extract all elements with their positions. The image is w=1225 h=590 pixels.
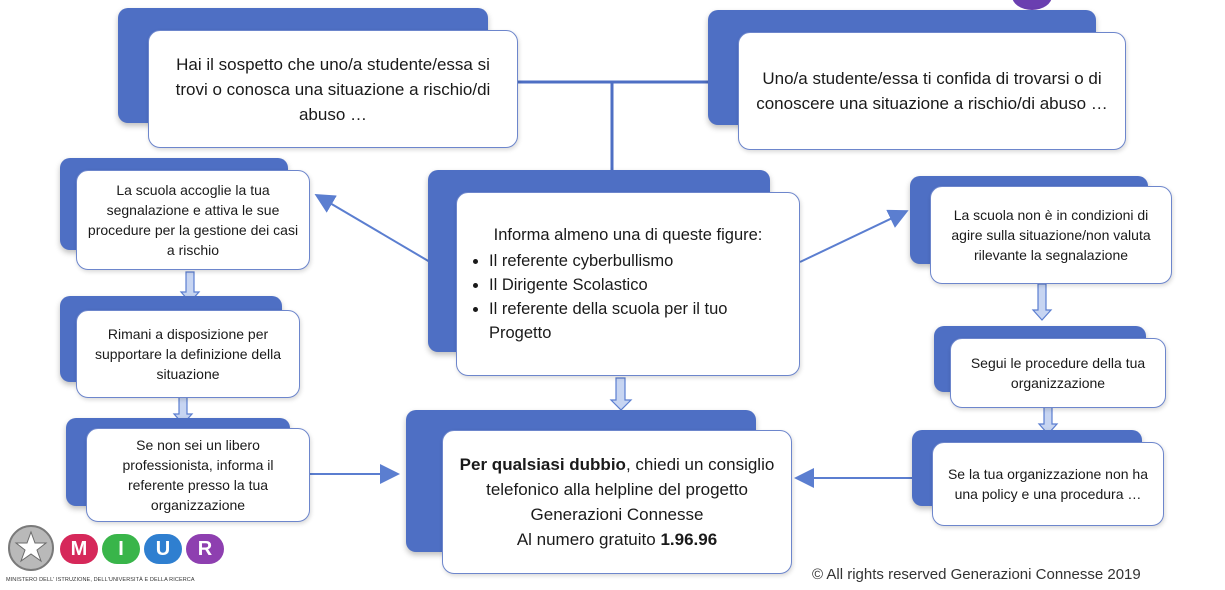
card-center: Informa almeno una di queste figure: Il … [428, 170, 800, 376]
miur-letter-u: U [144, 534, 182, 564]
card-right-3-text: Se la tua organizzazione non ha una poli… [932, 442, 1164, 526]
miur-letter-m: M [60, 534, 98, 564]
card-top-right: Uno/a studente/essa ti confida di trovar… [708, 10, 1126, 150]
miur-letter-i: I [102, 534, 140, 564]
arrow-to-right-1 [799, 209, 909, 263]
ministry-label: MINISTERO DELL' ISTRUZIONE, DELL'UNIVERS… [6, 577, 195, 583]
center-heading: Informa almeno una di queste figure: [493, 226, 763, 244]
arrow-to-left-1 [314, 193, 431, 263]
emblem-icon [8, 525, 54, 571]
miur-letter-r: R [186, 534, 224, 564]
list-item: Il referente cyberbullismo [489, 249, 789, 273]
card-right-2: Segui le procedure della tua organizzazi… [934, 326, 1166, 408]
down-arrow-right-1 [1031, 283, 1053, 321]
card-bottom: Per qualsiasi dubbio, chiedi un consigli… [406, 410, 792, 574]
card-left-3-text: Se non sei un libero professionista, inf… [86, 428, 310, 522]
card-top-left-text: Hai il sospetto che uno/a studente/essa … [148, 30, 518, 148]
card-right-1: La scuola non è in condizioni di agire s… [910, 176, 1172, 284]
decorative-circle [1012, 0, 1052, 10]
down-arrow-right-2 [1037, 405, 1059, 435]
down-arrow-center [609, 377, 633, 411]
miur-logo: M I U R MINISTERO DELL' ISTRUZIONE, DELL… [6, 522, 266, 586]
card-left-2-text: Rimani a disposizione per supportare la … [76, 310, 300, 398]
card-left-2: Rimani a disposizione per supportare la … [60, 296, 300, 400]
center-list: Il referente cyberbullismo Il Dirigente … [467, 249, 789, 345]
card-left-1-text: La scuola accoglie la tua segnalazione e… [76, 170, 310, 270]
card-left-3: Se non sei un libero professionista, inf… [66, 418, 310, 522]
list-item: Il Dirigente Scolastico [489, 273, 789, 297]
list-item: Il referente della scuola per il tuo Pro… [489, 297, 789, 345]
center-content: Informa almeno una di queste figure: Il … [467, 223, 789, 345]
copyright-text: © All rights reserved Generazioni Connes… [812, 566, 1141, 583]
card-right-1-text: La scuola non è in condizioni di agire s… [930, 186, 1172, 284]
helpline-bold-lead: Per qualsiasi dubbio [459, 455, 626, 474]
helpline-text: Per qualsiasi dubbio, chiedi un consigli… [453, 452, 781, 552]
helpline-number: 1.96.96 [660, 530, 718, 549]
helpline-body: , chiedi un consiglio telefonico alla he… [486, 455, 775, 524]
card-right-2-text: Segui le procedure della tua organizzazi… [950, 338, 1166, 408]
card-center-box: Informa almeno una di queste figure: Il … [456, 192, 800, 376]
card-top-right-text: Uno/a studente/essa ti confida di trovar… [738, 32, 1126, 150]
helpline-number-prefix: Al numero gratuito [516, 530, 661, 549]
card-top-left: Hai il sospetto che uno/a studente/essa … [118, 8, 518, 148]
card-right-3: Se la tua organizzazione non ha una poli… [912, 430, 1164, 526]
card-left-1: La scuola accoglie la tua segnalazione e… [60, 158, 310, 270]
card-bottom-box: Per qualsiasi dubbio, chiedi un consigli… [442, 430, 792, 574]
